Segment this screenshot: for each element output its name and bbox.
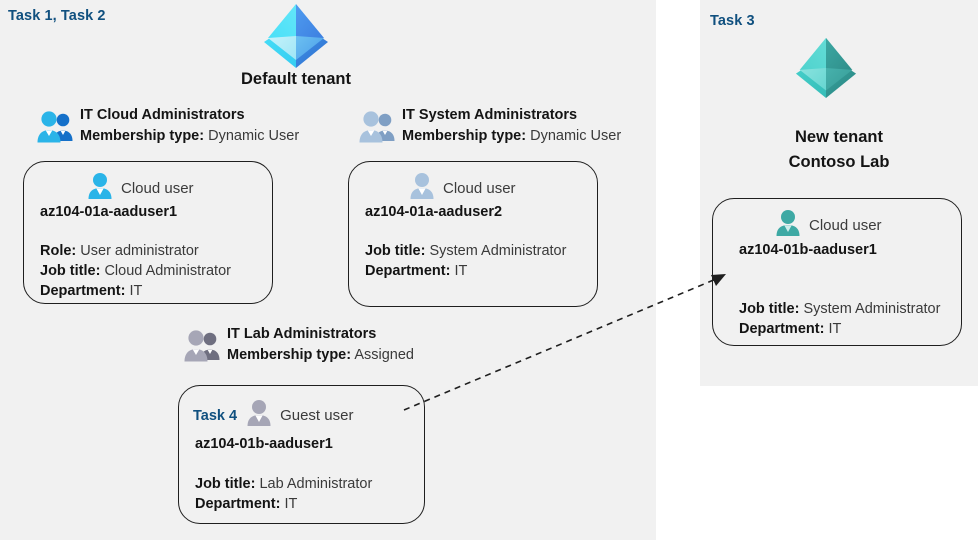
default-tenant-label: Default tenant <box>240 70 351 88</box>
property-value: User administrator <box>80 243 199 259</box>
user-type-label: Guest user <box>280 407 354 424</box>
membership-type-value: Assigned <box>354 347 414 363</box>
property-job-title: Job title: Cloud Administrator <box>40 261 231 281</box>
guest-user-icon <box>246 399 272 432</box>
property-value: System Administrator <box>803 301 941 317</box>
property-value: IT <box>454 263 468 279</box>
user-properties: Job title: System Administrator Departme… <box>739 299 940 339</box>
property-value: Lab Administrator <box>259 476 373 492</box>
property-label: Role: <box>40 243 77 259</box>
user-principal-name: az104-01b-aaduser1 <box>195 436 333 452</box>
task-label-right: Task 3 <box>710 13 755 29</box>
group-name: IT Lab Administrators <box>227 326 377 342</box>
user-card-az104-01a-aaduser1[interactable]: Cloud user az104-01a-aaduser1 Role: User… <box>23 161 273 304</box>
property-label: Department: <box>195 496 281 512</box>
user-card-right-az104-01b-aaduser1[interactable]: Cloud user az104-01b-aaduser1 Job title:… <box>712 198 962 346</box>
user-type-label: Cloud user <box>809 217 882 234</box>
card-header: Task 4 Guest user <box>193 399 353 432</box>
group-users-icon <box>358 110 396 149</box>
group-membership-type: Membership type: Assigned <box>227 344 414 366</box>
user-card-guest-az104-01b-aaduser1[interactable]: Task 4 Guest user az104-01b-aaduser1 Job… <box>178 385 425 524</box>
property-label: Department: <box>40 283 126 299</box>
property-role: Role: User administrator <box>40 241 231 261</box>
cloud-user-icon <box>87 172 113 205</box>
property-job-title: Job title: System Administrator <box>365 241 566 261</box>
cloud-user-icon <box>775 209 801 242</box>
user-properties: Job title: System Administrator Departme… <box>365 241 566 281</box>
card-header: Cloud user <box>775 209 882 242</box>
azure-ad-tenant-icon <box>258 2 334 73</box>
membership-type-value: Dynamic User <box>530 128 622 144</box>
property-department: Department: IT <box>365 261 566 281</box>
membership-type-label: Membership type: <box>227 347 352 363</box>
property-department: Department: IT <box>195 494 372 514</box>
group-users-icon <box>36 110 74 149</box>
group-membership-type: Membership type: Dynamic User <box>402 125 621 147</box>
property-job-title: Job title: System Administrator <box>739 299 940 319</box>
property-label: Job title: <box>40 263 101 279</box>
property-label: Job title: <box>739 301 800 317</box>
property-job-title: Job title: Lab Administrator <box>195 474 372 494</box>
user-type-label: Cloud user <box>121 180 194 197</box>
membership-type-value: Dynamic User <box>208 128 300 144</box>
property-department: Department: IT <box>40 281 231 301</box>
user-properties: Job title: Lab Administrator Department:… <box>195 474 372 514</box>
property-value: Cloud Administrator <box>104 263 231 279</box>
group-users-icon <box>183 329 221 368</box>
property-value: System Administrator <box>429 243 567 259</box>
property-department: Department: IT <box>739 319 940 339</box>
user-principal-name: az104-01b-aaduser1 <box>739 242 877 258</box>
user-principal-name: az104-01a-aaduser1 <box>40 204 178 220</box>
property-label: Department: <box>365 263 451 279</box>
group-name: IT System Administrators <box>402 107 578 123</box>
user-type-label: Cloud user <box>443 180 516 197</box>
group-membership-type: Membership type: Dynamic User <box>80 125 299 147</box>
membership-type-label: Membership type: <box>402 128 527 144</box>
new-tenant-line1: New tenant <box>794 128 883 146</box>
property-label: Job title: <box>365 243 426 259</box>
user-card-az104-01a-aaduser2[interactable]: Cloud user az104-01a-aaduser2 Job title:… <box>348 161 598 307</box>
user-properties: Role: User administrator Job title: Clou… <box>40 241 231 301</box>
new-tenant-line2: Contoso Lab <box>788 153 890 171</box>
new-tenant-label: New tenant Contoso Lab <box>710 125 968 175</box>
task-label-left: Task 1, Task 2 <box>8 8 106 24</box>
card-header: Cloud user <box>409 172 516 205</box>
property-value: IT <box>284 496 298 512</box>
card-header: Cloud user <box>87 172 194 205</box>
task-label-inline: Task 4 <box>193 407 238 424</box>
azure-ad-tenant-icon <box>790 36 862 103</box>
group-name: IT Cloud Administrators <box>80 107 245 123</box>
user-principal-name: az104-01a-aaduser2 <box>365 204 503 220</box>
property-label: Job title: <box>195 476 256 492</box>
membership-type-label: Membership type: <box>80 128 205 144</box>
cloud-user-icon <box>409 172 435 205</box>
property-value: IT <box>129 283 143 299</box>
property-value: IT <box>828 321 842 337</box>
property-label: Department: <box>739 321 825 337</box>
